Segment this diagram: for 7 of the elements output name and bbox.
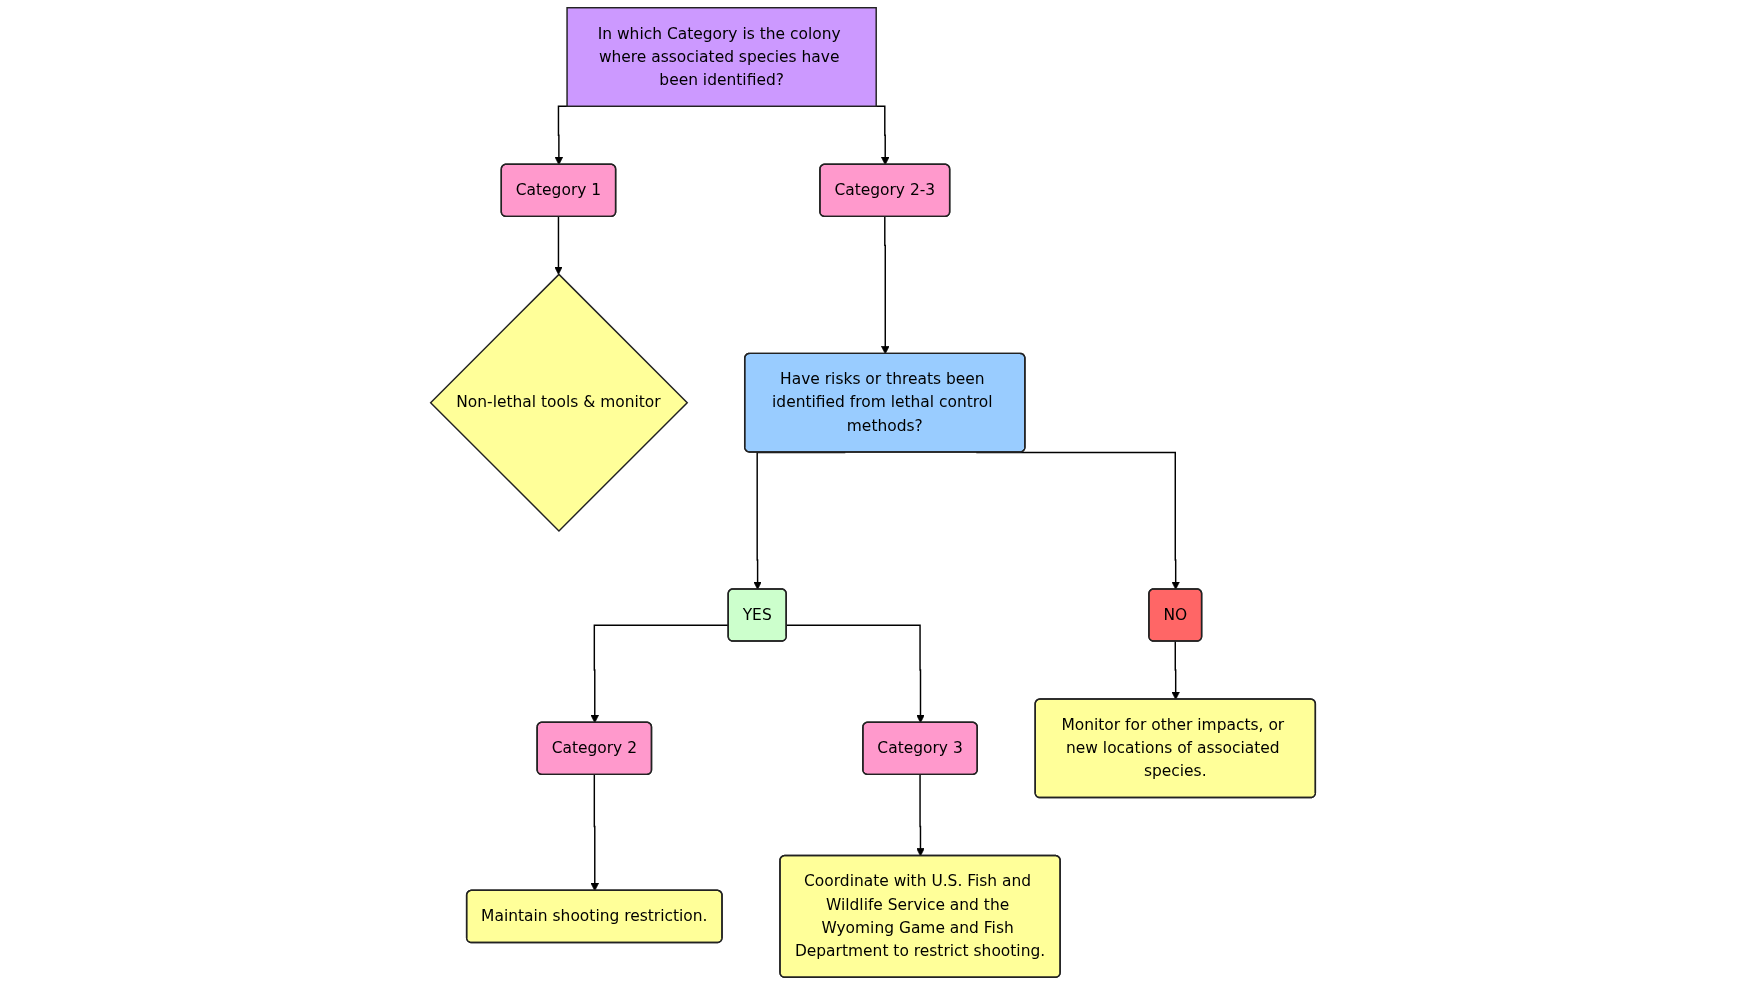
arrow xyxy=(1171,640,1180,700)
arrow xyxy=(881,216,890,355)
arrow xyxy=(554,216,563,275)
arrow xyxy=(590,774,600,892)
arrow xyxy=(916,774,925,857)
node-diamond: Non-lethal tools & monitor xyxy=(429,273,689,532)
node-box: In which Category is the colony where associated species have been identified? xyxy=(566,7,877,107)
